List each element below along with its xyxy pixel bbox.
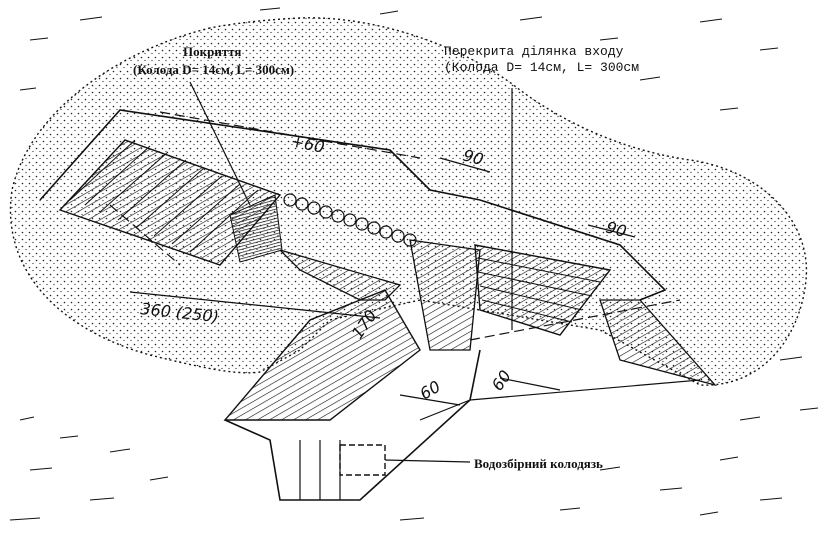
entry-logs xyxy=(474,244,612,336)
roof-title: Покриття xyxy=(183,44,241,59)
sump-well xyxy=(339,444,386,476)
entry-spec: (Колода D= 14см, L= 300см xyxy=(444,60,639,75)
dim-step-1: 60 xyxy=(417,377,444,404)
dim-step-2: 60 xyxy=(488,367,515,395)
dimension-lines xyxy=(109,111,681,406)
well-label: Водозбірний колодязь xyxy=(474,456,603,471)
roof-logs xyxy=(58,139,282,266)
entry-ramp xyxy=(599,299,717,387)
entry-title: Перекрита ділянка входу xyxy=(444,44,624,59)
log-ends xyxy=(283,193,417,247)
trench-wall-front xyxy=(223,289,421,421)
dim-entry-width: 90 xyxy=(461,146,486,170)
roof-spec: (Колода D= 14см, L= 300см) xyxy=(133,62,294,77)
dim-side-width: 90 xyxy=(604,218,629,242)
ground-texture xyxy=(9,7,819,521)
leader-lines xyxy=(189,81,513,463)
excavation xyxy=(39,109,717,501)
earth-mound xyxy=(9,17,808,386)
trench-wall-right xyxy=(409,239,481,351)
